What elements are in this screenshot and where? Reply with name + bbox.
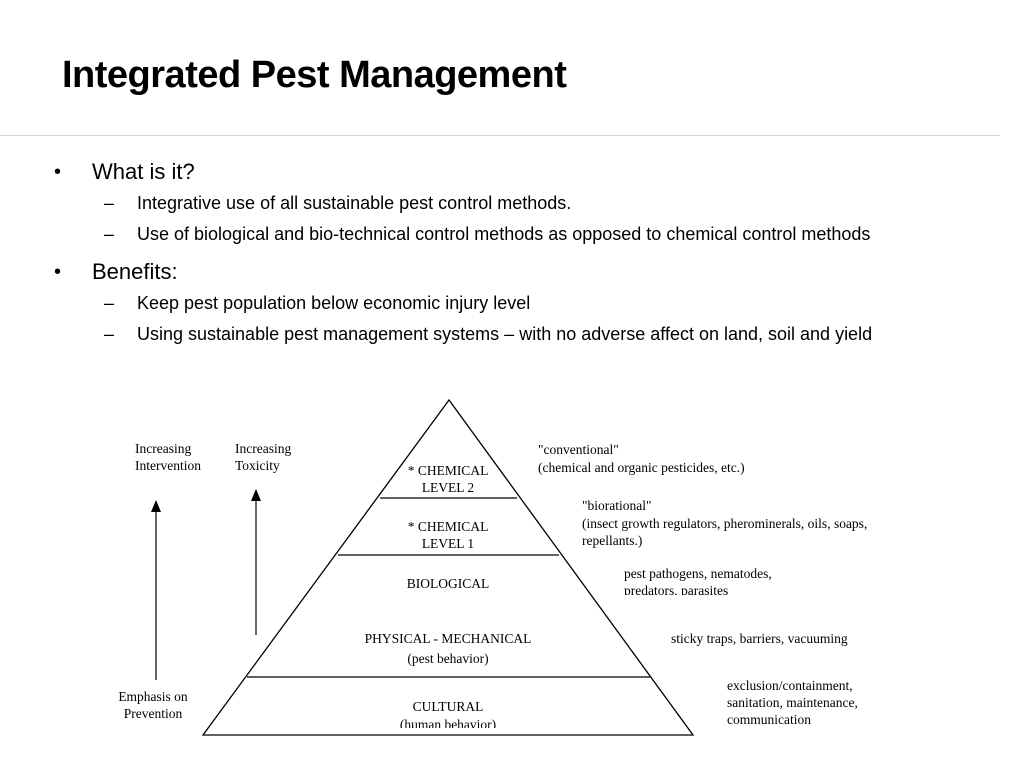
level-chemical-1: * CHEMICAL LEVEL 1 <box>407 519 489 551</box>
level-cultural: CULTURAL <box>412 699 484 714</box>
axis-label-intervention: Increasing Intervention <box>135 441 201 472</box>
desc-conventional-body: (chemical and organic pesticides, etc.) <box>538 460 745 475</box>
bullet-benefits: Benefits: <box>50 258 950 286</box>
level-chemical-2: * CHEMICAL LEVEL 2 <box>407 463 489 495</box>
desc-cultural: exclusion/containment, sanitation, maint… <box>727 678 858 727</box>
desc-conventional-title: "conventional" <box>538 442 619 457</box>
axis-label-toxicity: Increasing Toxicity <box>235 441 292 473</box>
level-physical-sub: (pest behavior) <box>407 651 489 666</box>
sub-bullet: Using sustainable pest management system… <box>50 321 950 348</box>
sub-bullet: Integrative use of all sustainable pest … <box>50 190 950 217</box>
level-physical-mechanical: PHYSICAL - MECHANICAL <box>364 631 532 646</box>
desc-biorational-title: "biorational" <box>582 498 652 513</box>
slide-title: Integrated Pest Management <box>62 54 567 96</box>
sub-bullet: Use of biological and bio-technical cont… <box>50 221 950 248</box>
sub-bullet: Keep pest population below economic inju… <box>50 290 950 317</box>
pyramid-outline <box>201 398 695 736</box>
desc-physical: sticky traps, barriers, vacuuming <box>671 631 848 646</box>
desc-biological: pest pathogens, nematodes, predators, pa… <box>624 566 772 595</box>
axis-label-prevention: Emphasis on Prevention <box>118 689 188 721</box>
title-divider <box>0 135 1000 136</box>
level-cultural-sub: (human behavior) <box>399 717 497 728</box>
arrow-head <box>251 489 261 501</box>
level-biological: BIOLOGICAL <box>406 576 490 591</box>
arrow-head <box>151 500 161 512</box>
desc-biorational-body: (insect growth regulators, pherominerals… <box>582 516 868 548</box>
bullet-what-is-it: What is it? <box>50 158 950 186</box>
bullet-list: What is it? Integrative use of all susta… <box>50 150 950 348</box>
